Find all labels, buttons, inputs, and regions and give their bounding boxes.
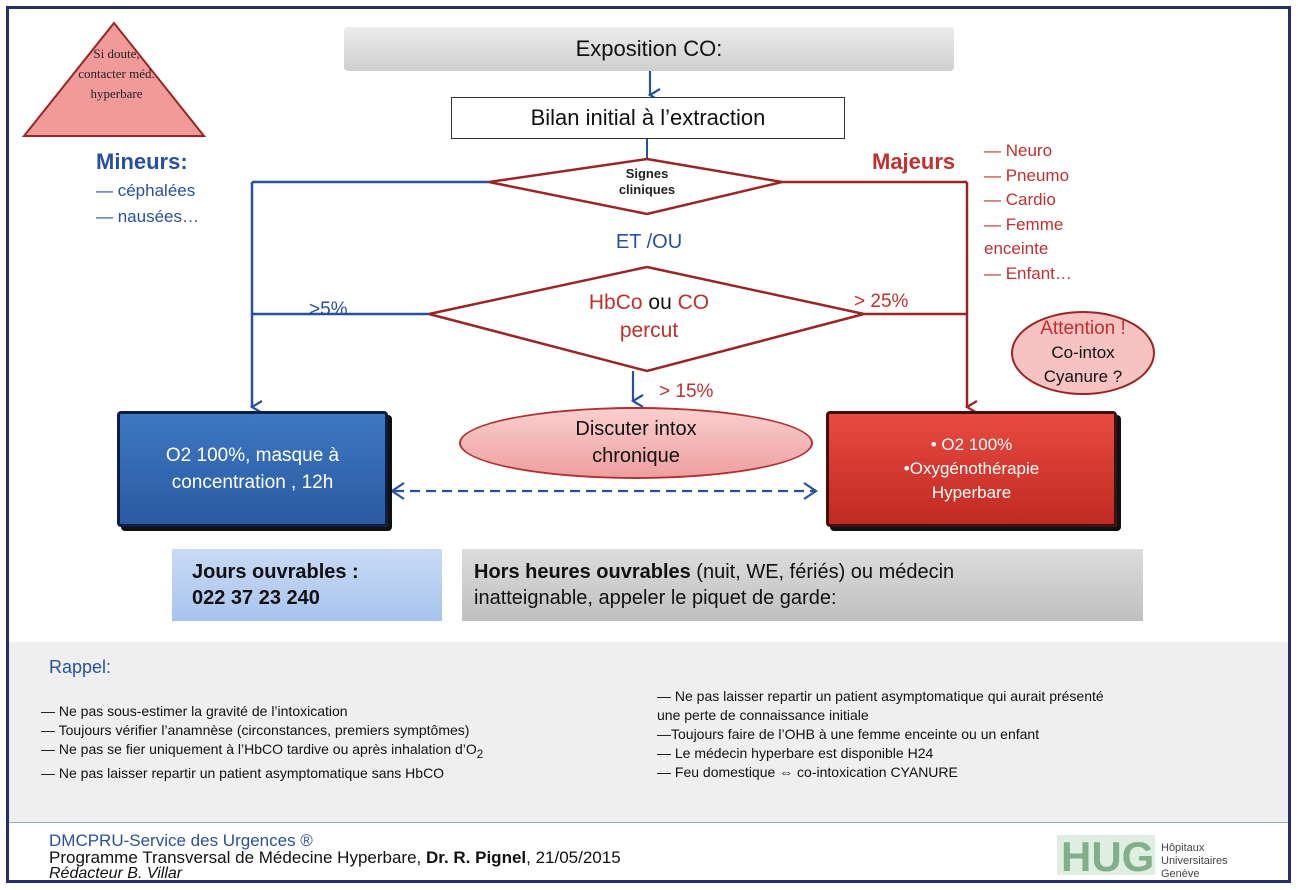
warning-text: Si doute, contacter méd. hyperbare xyxy=(59,44,174,104)
discuter-line2: chronique xyxy=(592,445,680,467)
hug-line1: Hôpitaux xyxy=(1161,842,1205,854)
flowchart-frame: HUG Exposition CO: Bilan initial à l’ext… xyxy=(6,6,1291,883)
footer-date: , 21/05/2015 xyxy=(526,848,621,867)
discuter-line1: Discuter intox xyxy=(575,418,697,440)
threshold-25: > 25% xyxy=(854,291,909,312)
bilan-box: Bilan initial à l’extraction xyxy=(451,97,845,139)
threshold-5: >5% xyxy=(309,299,348,320)
hbco-co: CO xyxy=(677,291,710,314)
rappel-left-1: — Ne pas sous-estimer la gravité de l’in… xyxy=(41,703,348,719)
discuter-ellipse: Discuter intox chronique xyxy=(459,407,813,479)
o2-red-line2: •Oxygénothérapie xyxy=(903,459,1040,478)
attention-line2: Co-intox xyxy=(1051,343,1115,362)
warning-line2: contacter méd. xyxy=(78,66,155,81)
footer-programme-text: Programme Transversal de Médecine Hyperb… xyxy=(49,848,426,867)
rappel-right-3: —Toujours faire de l’OHB à une femme enc… xyxy=(657,726,1040,742)
attention-line3: Cyanure ? xyxy=(1043,367,1123,386)
signes-line2: cliniques xyxy=(618,182,676,197)
rappel-right-2: une perte de connaissance initiale xyxy=(657,707,869,723)
jours-label: Jours ouvrables : xyxy=(192,561,359,583)
hug-line3: Genève xyxy=(1161,868,1200,880)
warning-line3: hyperbare xyxy=(90,86,143,101)
warning-triangle xyxy=(21,21,207,137)
rappel-left-4: — Ne pas laisser repartir un patient asy… xyxy=(41,764,445,781)
majeur-item-5: enceinte xyxy=(984,239,1049,258)
rappel-left-2: — Toujours vérifier l’anamnèse (circonst… xyxy=(41,722,470,738)
rappel-left-list: — Ne pas sous-estimer la gravité de l’in… xyxy=(41,702,641,783)
hbco-or: ou xyxy=(642,291,678,314)
hbco-percut: percut xyxy=(619,319,679,342)
majeurs-list: — Neuro — Pneumo — Cardio — Femme encein… xyxy=(984,139,1124,286)
majeur-item-3: — Cardio xyxy=(984,190,1056,209)
signes-diamond xyxy=(488,157,783,216)
footer-divider xyxy=(9,822,1288,823)
signes-label: Signes cliniques xyxy=(582,166,712,198)
mineur-item-2: — nausées… xyxy=(96,207,199,226)
rappel-right-5: — Feu domestique ⇔ co-intoxication CYANU… xyxy=(657,764,958,780)
majeur-item-1: — Neuro xyxy=(984,141,1053,160)
rappel-right-4: — Le médecin hyperbare est disponible H2… xyxy=(657,745,934,761)
bilan-label: Bilan initial à l’extraction xyxy=(530,105,766,130)
hbco-label: HbCo ou CO percut xyxy=(539,289,759,345)
jours-phone[interactable]: 022 37 23 240 xyxy=(192,587,320,609)
connectors-layer: HUG xyxy=(21,21,1155,880)
rappel-left-3-text: — Ne pas se fier uniquement à l’HbCO tar… xyxy=(41,741,477,757)
hors-heures-box: Hors heures ouvrables (nuit, WE, fériés)… xyxy=(462,549,1143,621)
majeurs-title: Majeurs xyxy=(872,149,956,174)
attention-ellipse: Attention ! Co-intox Cyanure ? xyxy=(1011,311,1155,395)
hug-logo-block xyxy=(1057,835,1155,875)
hors-line2: inatteignable, appeler le piquet de gard… xyxy=(474,587,837,609)
hug-name: Hôpitaux Universitaires Genève xyxy=(1161,842,1228,880)
rappel-section xyxy=(9,642,1288,822)
footer-service: DMCPRU-Service des Urgences ® xyxy=(49,831,313,850)
o2-blue-line1: O2 100%, masque à xyxy=(165,445,340,466)
o2-blue-line2: concentration , 12h xyxy=(171,472,334,493)
warning-line1: Si doute, xyxy=(93,46,140,61)
footer-author: Dr. R. Pignel xyxy=(426,848,527,867)
et-ou-label: ET /OU xyxy=(615,231,683,253)
mineurs-title: Mineurs: xyxy=(96,149,188,174)
hug-line2: Universitaires xyxy=(1161,855,1228,867)
o2-mask-box: O2 100%, masque à concentration , 12h xyxy=(117,411,388,527)
jours-ouvrables-box: Jours ouvrables : 022 37 23 240 xyxy=(172,549,442,621)
o2-red-line1: • O2 100% xyxy=(930,435,1013,454)
hug-logo: HUG xyxy=(1061,833,1154,880)
threshold-15: > 15% xyxy=(659,381,714,402)
dashed-arrowhead-left xyxy=(390,482,405,500)
hors-bold: Hors heures ouvrables xyxy=(474,561,691,583)
signes-line1: Signes xyxy=(625,166,669,181)
o2-red-line3: Hyperbare xyxy=(931,483,1012,502)
majeur-item-2: — Pneumo xyxy=(984,165,1070,185)
dashed-arrowhead-right xyxy=(803,482,818,500)
rappel-title: Rappel: xyxy=(49,657,112,677)
attention-line1: Attention ! xyxy=(1040,318,1126,339)
exposition-label: Exposition CO: xyxy=(575,36,723,61)
mineur-item-1: — céphalées xyxy=(96,181,196,200)
footer-redacteur: Rédacteur B. Villar xyxy=(49,865,183,882)
hbco-diamond xyxy=(428,265,865,373)
footer-programme: Programme Transversal de Médecine Hyperb… xyxy=(49,848,621,868)
majeur-item-6: — Enfant… xyxy=(984,263,1072,283)
rappel-right-1: — Ne pas laisser repartir un patient asy… xyxy=(657,688,1104,704)
hors-rest: (nuit, WE, fériés) ou médecin xyxy=(690,561,955,583)
rappel-left-3: — Ne pas se fier uniquement à l’HbCO tar… xyxy=(41,740,641,764)
hyperbare-box: • O2 100% •Oxygénothérapie Hyperbare xyxy=(826,411,1117,527)
exposition-box: Exposition CO: xyxy=(344,27,954,71)
hbco-a: HbCo xyxy=(588,291,643,314)
o2-subscript: 2 xyxy=(476,747,484,761)
rappel-right-list: — Ne pas laisser repartir un patient asy… xyxy=(657,687,1267,782)
majeur-item-4: — Femme xyxy=(984,214,1064,234)
